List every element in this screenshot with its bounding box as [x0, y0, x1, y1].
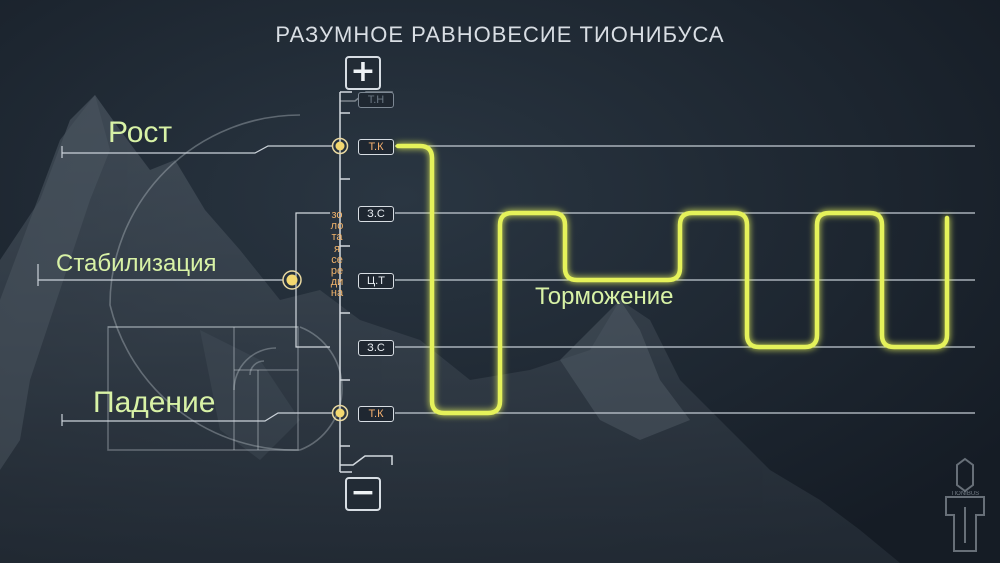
level-tag-upper-zs: З.С — [358, 206, 394, 222]
tionibus-logo: TIONIBUS — [940, 455, 990, 555]
level-tag-lower-zs: З.С — [358, 340, 394, 356]
stabilization-label: Стабилизация — [56, 250, 217, 277]
fall-marker — [331, 404, 349, 422]
logo-icon: TIONIBUS — [945, 457, 985, 552]
golden-spiral — [107, 114, 343, 451]
level-tag-center: Ц.Т — [358, 273, 394, 289]
fall-label: Падение — [93, 386, 216, 419]
golden-mean-label: золотая середина — [330, 209, 344, 300]
minus-button[interactable]: − — [345, 477, 381, 511]
growth-marker — [331, 137, 349, 155]
stabilization-marker — [282, 270, 302, 290]
signal-waveform — [395, 143, 950, 416]
growth-label: Рост — [108, 116, 173, 149]
marker-dots — [282, 137, 349, 422]
mountain-backdrop — [0, 95, 900, 563]
braking-label: Торможение — [535, 283, 674, 310]
level-tag-top-dim: Т.Н — [358, 92, 394, 108]
leader-lines — [37, 145, 332, 426]
level-tag-lower-tk: Т.К — [358, 406, 394, 422]
page-title: РАЗУМНОЕ РАВНОВЕСИЕ ТИОНИБУСА — [275, 22, 725, 47]
plus-button[interactable]: + — [345, 56, 381, 90]
level-tag-upper-tk: Т.К — [358, 139, 394, 155]
logo-text: TIONIBUS — [951, 491, 979, 497]
